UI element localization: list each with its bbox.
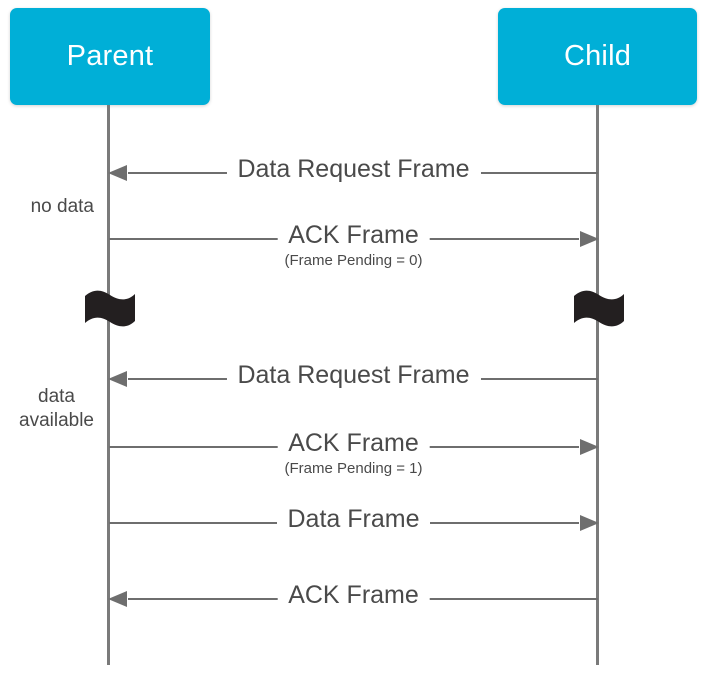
- message-label: Data Frame: [276, 503, 431, 535]
- participant-box-child[interactable]: Child: [498, 8, 697, 105]
- message-sublabel: (Frame Pending = 0): [284, 252, 423, 269]
- message-label: ACK Frame: [277, 427, 430, 459]
- time-break-marker-parent: [83, 288, 137, 332]
- lifeline-child: [596, 105, 599, 665]
- message-label: Data Request Frame: [226, 359, 481, 391]
- arrowhead-left-icon: [108, 371, 127, 387]
- message-label: ACK Frame: [277, 579, 430, 611]
- participant-label-child: Child: [563, 40, 632, 72]
- time-break-marker-child: [572, 288, 626, 332]
- annotation-no-data: no data: [30, 196, 94, 217]
- arrowhead-right-icon: [580, 439, 599, 455]
- message-sublabel: (Frame Pending = 1): [284, 460, 423, 477]
- annotation-data-available: data available: [19, 386, 94, 431]
- participant-box-parent[interactable]: Parent: [10, 8, 210, 105]
- message-label: Data Request Frame: [226, 153, 481, 185]
- arrowhead-left-icon: [108, 165, 127, 181]
- arrowhead-right-icon: [580, 515, 599, 531]
- participant-label-parent: Parent: [66, 40, 154, 72]
- arrowhead-right-icon: [580, 231, 599, 247]
- arrowhead-left-icon: [108, 591, 127, 607]
- message-label: ACK Frame: [277, 219, 430, 251]
